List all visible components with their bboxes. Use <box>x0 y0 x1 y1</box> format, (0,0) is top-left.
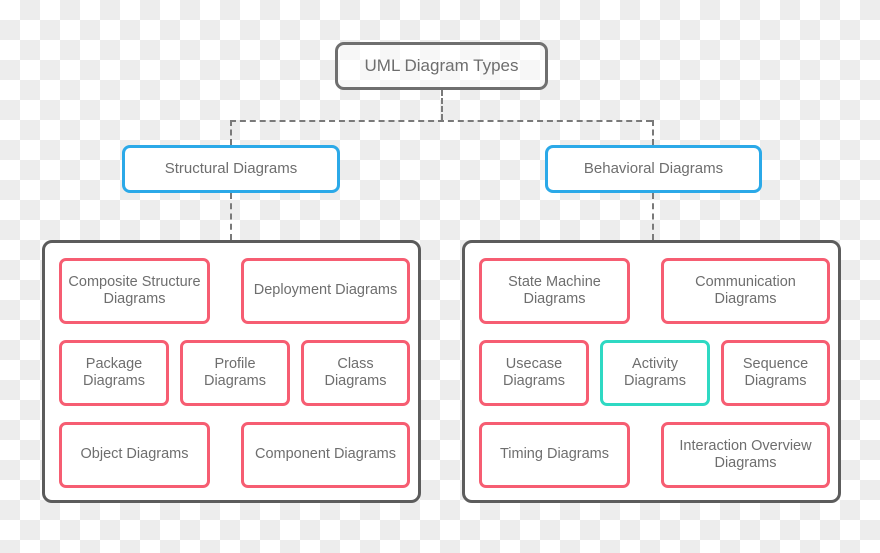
leaf-state-machine-diagrams[interactable]: State Machine Diagrams <box>479 258 630 324</box>
leaf-activity-diagrams[interactable]: Activity Diagrams <box>600 340 710 406</box>
leaf-deployment-diagrams[interactable]: Deployment Diagrams <box>241 258 410 324</box>
leaf-label: Usecase Diagrams <box>502 355 566 389</box>
leaf-communication-diagrams[interactable]: Communication Diagrams <box>661 258 830 324</box>
branch-node-behavioral-label: Behavioral Diagrams <box>583 160 724 178</box>
connector-to-structural <box>230 120 232 145</box>
leaf-label: Class Diagrams <box>324 355 387 389</box>
leaf-class-diagrams[interactable]: Class Diagrams <box>301 340 410 406</box>
branch-node-structural-diagrams[interactable]: Structural Diagrams <box>122 145 340 193</box>
leaf-interaction-overview-diagrams[interactable]: Interaction Overview Diagrams <box>661 422 830 488</box>
root-node-label: UML Diagram Types <box>364 55 519 75</box>
leaf-sequence-diagrams[interactable]: Sequence Diagrams <box>721 340 830 406</box>
group-container-structural: Composite Structure Diagrams Deployment … <box>42 240 421 503</box>
leaf-component-diagrams[interactable]: Component Diagrams <box>241 422 410 488</box>
leaf-timing-diagrams[interactable]: Timing Diagrams <box>479 422 630 488</box>
leaf-label: Deployment Diagrams <box>253 282 398 299</box>
leaf-label: Object Diagrams <box>80 446 189 463</box>
leaf-label: Communication Diagrams <box>695 273 796 307</box>
branch-node-structural-label: Structural Diagrams <box>164 160 298 178</box>
leaf-label: Interaction Overview Diagrams <box>679 437 812 471</box>
leaf-label: Sequence Diagrams <box>742 355 809 389</box>
leaf-profile-diagrams[interactable]: Profile Diagrams <box>180 340 290 406</box>
connector-root-down <box>441 90 443 120</box>
leaf-usecase-diagrams[interactable]: Usecase Diagrams <box>479 340 589 406</box>
branch-node-behavioral-diagrams[interactable]: Behavioral Diagrams <box>545 145 762 193</box>
leaf-label: Component Diagrams <box>254 446 397 463</box>
group-container-behavioral: State Machine Diagrams Communication Dia… <box>462 240 841 503</box>
leaf-label: Timing Diagrams <box>499 446 610 463</box>
connector-structural-to-group <box>230 193 232 240</box>
leaf-label: State Machine Diagrams <box>508 273 601 307</box>
connector-behavioral-to-group <box>652 193 654 240</box>
leaf-label: Composite Structure Diagrams <box>68 273 201 307</box>
leaf-label: Profile Diagrams <box>203 355 267 389</box>
leaf-package-diagrams[interactable]: Package Diagrams <box>59 340 169 406</box>
leaf-label: Activity Diagrams <box>623 355 687 389</box>
leaf-composite-structure-diagrams[interactable]: Composite Structure Diagrams <box>59 258 210 324</box>
connector-bus-horizontal <box>230 120 652 122</box>
leaf-label: Package Diagrams <box>82 355 146 389</box>
leaf-object-diagrams[interactable]: Object Diagrams <box>59 422 210 488</box>
connector-to-behavioral <box>652 120 654 145</box>
root-node-uml-diagram-types[interactable]: UML Diagram Types <box>335 42 548 90</box>
